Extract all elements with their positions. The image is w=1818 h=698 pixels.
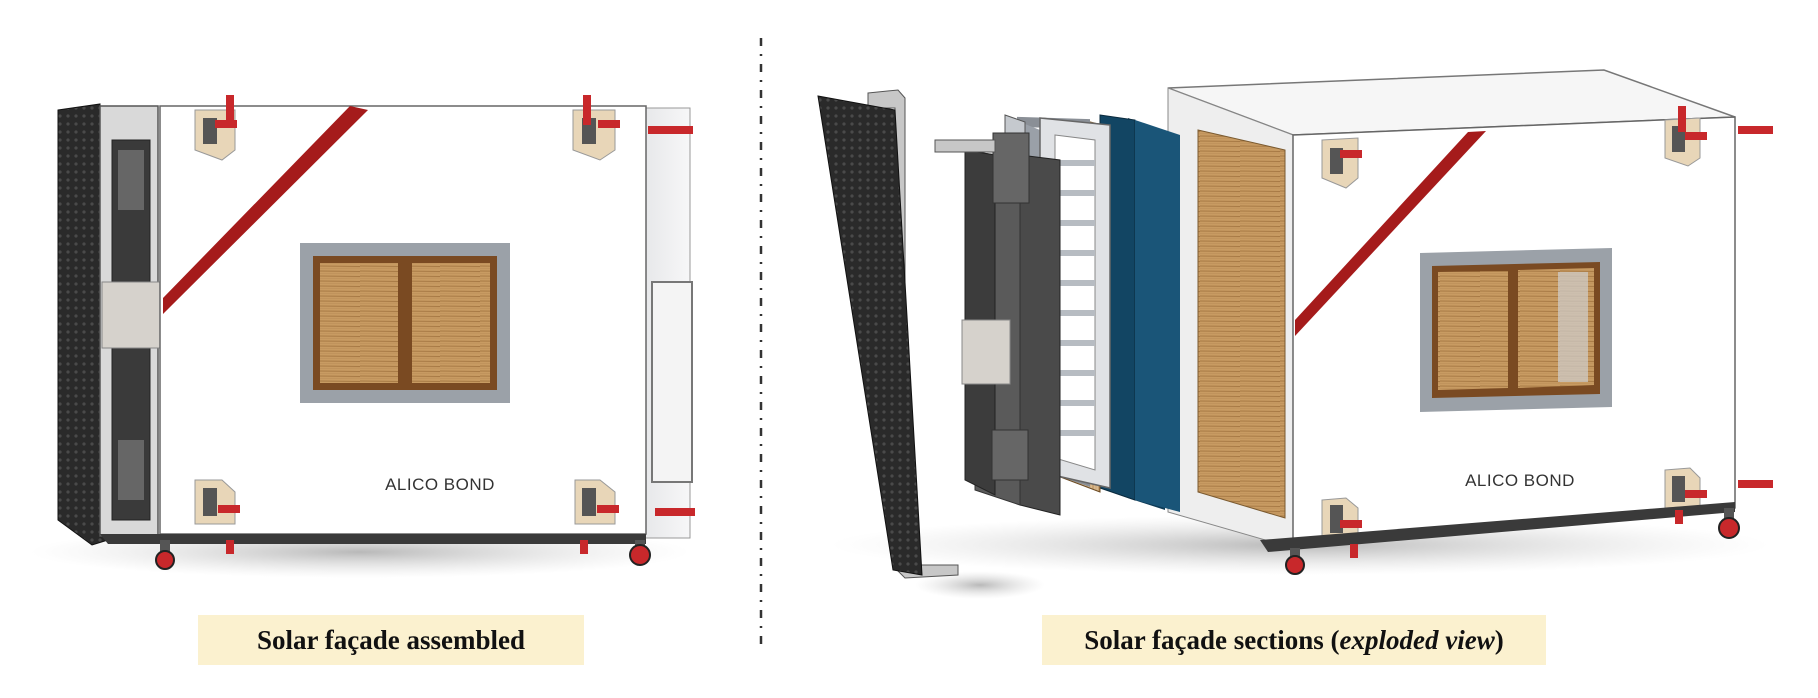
vent-lower-right <box>991 429 1029 481</box>
toggle-clamp-icon <box>1664 467 1773 509</box>
perforated-panel <box>57 103 109 546</box>
mount-plate-right <box>961 319 1011 385</box>
ladder-rung-set <box>1055 160 1095 436</box>
side-door <box>651 281 693 483</box>
toggle-clamp-icon <box>194 95 237 161</box>
base-rail-right <box>1260 502 1735 552</box>
vent-upper-right <box>992 132 1030 204</box>
vent-upper <box>118 150 144 210</box>
toggle-clamp-icon <box>1321 497 1362 543</box>
window-pane-right <box>412 263 490 383</box>
caption-exploded-suffix: ) <box>1494 624 1504 655</box>
blue-panel-face <box>1135 120 1180 512</box>
toggle-clamp-icon <box>1664 106 1773 167</box>
toggle-clamp-icon <box>1321 137 1362 189</box>
exploded-view: ALICO BOND <box>817 69 1773 599</box>
base-rail <box>100 534 646 544</box>
toggle-clamp-icon <box>574 479 695 525</box>
inner-wood-wall <box>1197 129 1286 519</box>
caster-wheel-icon <box>155 540 234 570</box>
caster-wheel-icon <box>580 540 651 566</box>
brand-label-left: ALICO BOND <box>385 475 495 494</box>
caption-assembled: Solar façade assembled <box>198 615 584 665</box>
caster-wheel-icon <box>1285 544 1358 575</box>
caption-exploded-italic: exploded view <box>1339 624 1495 655</box>
caption-exploded-prefix: Solar façade sections ( <box>1084 624 1340 655</box>
caption-assembled-text: Solar façade assembled <box>257 624 525 655</box>
brand-label-right: ALICO BOND <box>1465 471 1575 490</box>
window-pane-left <box>320 263 398 383</box>
toggle-clamp-icon <box>194 479 240 525</box>
mounting-bracket <box>867 89 959 579</box>
perforated-panel-right <box>817 95 923 576</box>
window-pane-right-a <box>1438 271 1508 390</box>
mount-plate <box>101 281 163 349</box>
caster-wheel-icon <box>1675 508 1740 539</box>
vent-lower <box>118 440 144 500</box>
assembled-view: ALICO BOND <box>30 95 695 578</box>
red-stripe-right <box>1295 131 1486 336</box>
bracket-shadow <box>915 571 1045 599</box>
toggle-clamp-icon <box>572 95 693 161</box>
window-opening <box>1558 272 1588 382</box>
bracket-arm <box>934 139 996 153</box>
caption-exploded: Solar façade sections (exploded view) <box>1042 615 1546 665</box>
ladder-inner <box>1054 134 1096 471</box>
red-stripe <box>163 106 368 314</box>
